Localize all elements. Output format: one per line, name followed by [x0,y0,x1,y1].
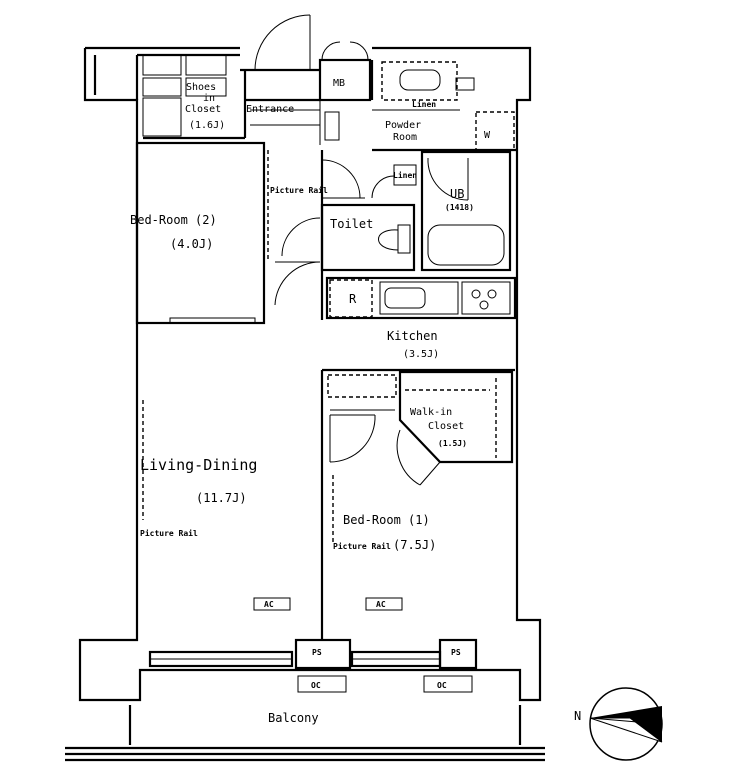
ac-label-living: AC [264,600,274,609]
toilet-area [320,150,417,320]
mb-label: MB [333,78,345,89]
unit-bath [420,150,512,272]
living-sliding-window[interactable] [148,650,294,668]
bedroom1-door[interactable] [329,414,376,463]
wm-label: W [484,130,491,141]
bedroom2-label: Bed-Room (2) [130,213,217,227]
kitchen-label: Kitchen [387,329,438,343]
ac-unit-bedroom1 [365,597,403,611]
toilet-label: Toilet [330,217,373,231]
ac-unit-living [253,597,291,611]
shoes-closet-line2: in [203,93,215,104]
walkin-closet-line2: Closet [428,421,464,432]
kitchen-size: (3.5J) [403,349,439,360]
bedroom1-size: (7.5J) [393,538,436,552]
oc-unit-right [423,675,473,693]
powder-room-line2: Room [393,132,417,143]
picture-rail-label-bedroom1: Picture Rail [333,541,391,551]
bedroom2-size: (4.0J) [170,237,213,251]
ac-label-bedroom1: AC [376,600,386,609]
refrigerator-label: R [349,292,357,306]
ps-label-left: PS [312,648,322,657]
oc-unit-left [297,675,347,693]
ps-shaft-left [294,638,352,670]
shoes-closet-line3: Closet [185,104,221,115]
bedroom1-sliding-window[interactable] [350,650,442,668]
ub-size: (1418) [445,203,474,212]
outer-walls [78,46,542,702]
bedroom2-walls [135,141,321,325]
powder-room-line1: Powder [385,120,421,131]
shoes-closet-size: (1.6J) [189,120,225,131]
powder-room-area [370,60,517,152]
picture-rail-label-living: Picture Rail [140,528,198,538]
oc-label-right: OC [437,681,447,690]
balcony-label: Balcony [268,711,319,725]
compass-north-label: N [574,709,581,723]
oc-label-left: OC [311,681,321,690]
bedroom1-label: Bed-Room (1) [343,513,430,527]
picture-rail-label-bedroom2: Picture Rail [270,185,328,195]
shoes-closet-line1: Shoes [186,82,216,93]
linen-label-powder: Linen [412,99,436,109]
entrance-door[interactable] [240,14,320,126]
ps-shaft-right [438,638,478,670]
living-dining-label: Living-Dining [140,456,257,474]
north-compass-icon [589,687,663,761]
walkin-closet-size: (1.5J) [438,439,467,448]
ub-label: UB [450,187,464,201]
ps-label-right: PS [451,648,461,657]
linen-label-toilet: Linen [393,170,417,180]
mb-cabinet [318,41,372,145]
walkin-closet-area [396,370,514,486]
kitchen-area [325,276,517,320]
interior-partition [320,368,515,640]
balcony-structure [65,705,545,762]
walkin-closet-line1: Walk-in [410,407,452,418]
entrance-label: Entrance [246,104,294,115]
shoes-closet-area [142,54,247,140]
living-dining-size: (11.7J) [196,491,247,505]
